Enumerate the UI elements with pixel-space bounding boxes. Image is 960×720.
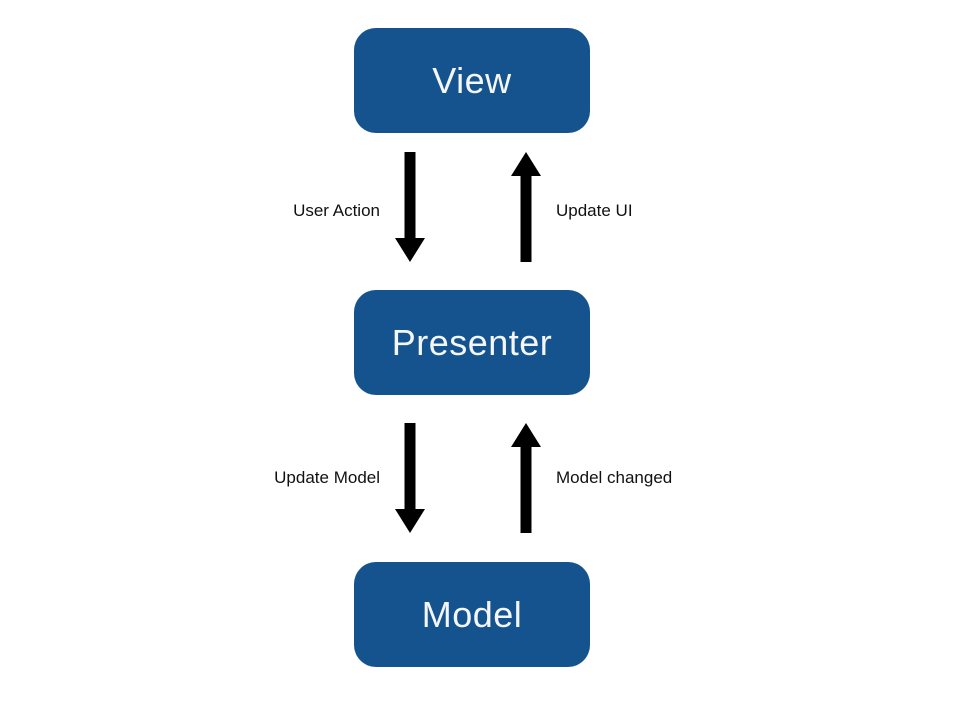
node-model-label: Model (421, 593, 523, 635)
edge-label-update-ui: Update UI (556, 201, 633, 220)
node-presenter-label: Presenter (391, 321, 553, 363)
edge-label-user-action: User Action (293, 201, 380, 220)
arrow-up-icon (511, 152, 541, 262)
node-model: Model (354, 562, 590, 667)
arrow-down-icon (395, 152, 425, 262)
edge-label-update-model: Update Model (274, 468, 380, 487)
edge-label-model-changed: Model changed (556, 468, 673, 487)
node-view: View (354, 28, 590, 133)
arrow-down-icon (395, 423, 425, 533)
node-view-label: View (432, 59, 512, 101)
node-presenter: Presenter (354, 290, 590, 395)
arrow-up-icon (511, 423, 541, 533)
